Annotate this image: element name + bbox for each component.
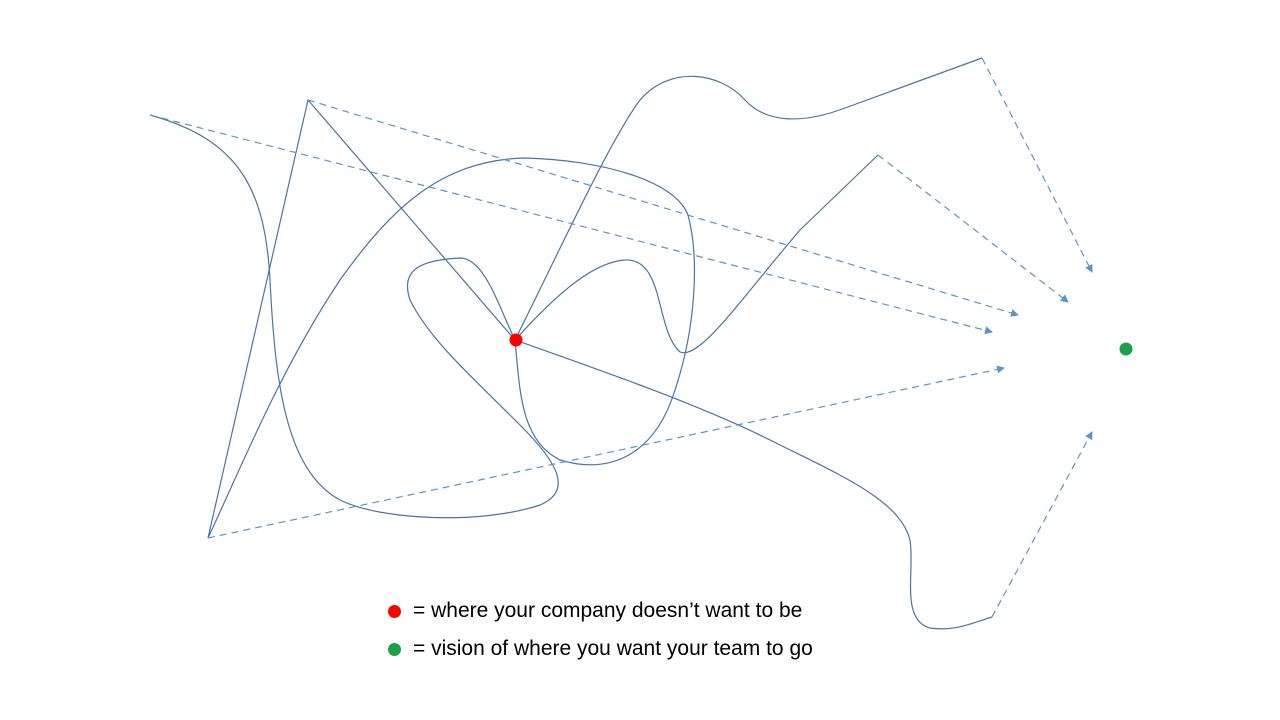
- legend-current-label: = where your company doesn’t want to be: [413, 599, 803, 622]
- legend-row-vision: = vision of where you want your team to …: [388, 630, 813, 668]
- arrow-from-left-top: [307, 99, 1019, 317]
- legend: = where your company doesn’t want to be …: [388, 592, 813, 668]
- green-dot-icon: [388, 642, 401, 656]
- arrow-from-top-right: [981, 57, 1093, 273]
- legend-vision-label: = vision of where you want your team to …: [413, 637, 813, 660]
- wander-path-lower: [514, 339, 993, 630]
- wander-path-upper: [514, 57, 983, 341]
- legend-row-current: = where your company doesn’t want to be: [388, 592, 813, 630]
- arrow-from-bottom-right: [991, 431, 1093, 618]
- wander-path-big-loop: [207, 98, 696, 539]
- arrow-from-bottom-left: [207, 365, 1005, 539]
- arrow-from-far-left: [149, 114, 993, 335]
- wander-path-middle: [514, 154, 879, 354]
- vision-dot: [1119, 342, 1133, 356]
- red-dot-icon: [388, 604, 401, 618]
- wander-path-far-left: [149, 114, 559, 519]
- arrow-from-middle-peak: [877, 154, 1069, 303]
- current-position-dot: [509, 333, 523, 347]
